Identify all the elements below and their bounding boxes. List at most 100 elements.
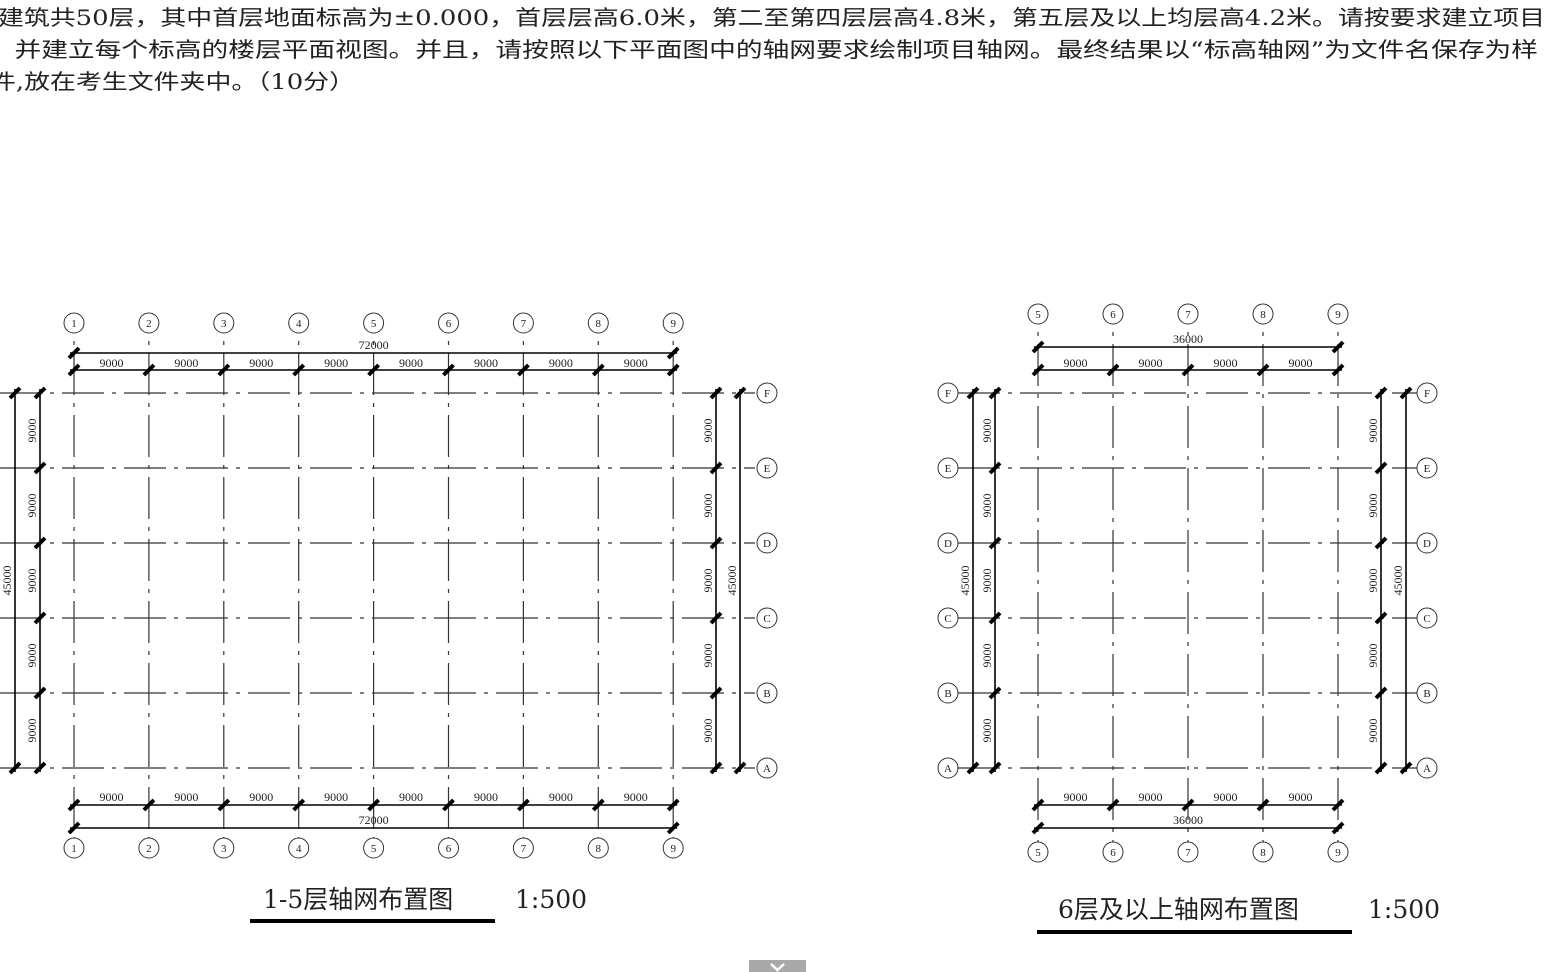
scroll-down-button[interactable] [749,960,806,972]
dimension-text: 9000 [980,719,994,743]
axis-bubble [662,312,684,334]
axis-label-5: 5 [1035,847,1041,859]
dimension-text: 9000 [324,356,348,370]
axis-bubble [937,757,959,779]
dimension-text: 9000 [249,356,273,370]
dimension-text: 9000 [701,644,715,668]
dimension-text: 9000 [1289,356,1313,370]
dimension-text: 9000 [980,419,994,443]
axis-label-7: 7 [521,318,527,330]
axis-label-9: 9 [1335,847,1341,859]
axis-bubble [363,837,385,859]
plan-title: 1-5层轴网布置图 [263,885,453,914]
axis-label-1: 1 [71,318,77,330]
axis-label-E: E [764,463,771,475]
axis-bubble [937,382,959,404]
axis-label-9: 9 [1335,309,1341,321]
dimension-text: 9000 [474,356,498,370]
dimension-text: 9000 [1289,790,1313,804]
axis-bubble [1416,682,1438,704]
axis-label-7: 7 [1185,309,1191,321]
dimension-total-text: 45000 [725,566,739,596]
question-line-3: 件,放在考生文件夹中。（10分） [0,70,355,94]
dimension-text: 9000 [549,790,573,804]
axis-bubble [1416,382,1438,404]
axis-bubble [756,607,778,629]
axis-bubble [1327,841,1349,863]
plan-scale: 1:500 [1368,895,1440,924]
axis-bubble [438,312,459,334]
axis-label-C: C [1423,613,1430,625]
axis-label-8: 8 [1260,847,1266,859]
axis-label-D: D [763,538,771,550]
plan-scale: 1:500 [515,885,587,914]
axis-label-D: D [944,538,952,550]
dimension-text: 9000 [1366,419,1380,443]
axis-bubble [1416,457,1438,479]
axis-bubble [1252,303,1274,325]
dimension-text: 9000 [25,719,39,743]
axis-bubble [1252,841,1274,863]
dimension-text: 9000 [25,419,39,443]
axis-label-6: 6 [1110,847,1116,859]
axis-bubble [756,682,778,704]
axis-label-2: 2 [146,318,152,330]
axis-label-A: A [763,763,771,775]
axis-bubble [756,532,778,554]
dimension-text: 9000 [980,644,994,668]
dimension-text: 9000 [399,356,423,370]
dimension-total-text: 45000 [1391,566,1405,596]
axis-bubble [587,312,609,334]
dimension-text: 9000 [399,790,423,804]
dimension-text: 9000 [624,356,648,370]
dimension-text: 9000 [701,569,715,593]
axis-bubble [138,312,160,334]
axis-bubble [63,837,85,859]
axis-label-5: 5 [371,843,377,855]
axis-label-A: A [944,763,952,775]
axis-label-3: 3 [221,843,227,855]
dimension-text: 9000 [1139,356,1163,370]
axis-bubble [662,837,684,859]
axis-bubble [213,837,235,859]
dimension-text: 9000 [980,494,994,518]
dimension-text: 9000 [324,790,348,804]
dimension-text: 9000 [249,790,273,804]
axis-label-7: 7 [521,843,527,855]
dimension-text: 9000 [624,790,648,804]
axis-bubble [756,457,778,479]
axis-label-9: 9 [670,843,676,855]
dimension-text: 9000 [1139,790,1163,804]
axis-label-3: 3 [221,318,227,330]
dimension-total-text: 36000 [1173,813,1203,827]
dimension-text: 9000 [474,790,498,804]
dimension-total-text: 36000 [1173,332,1203,346]
dimension-text: 9000 [1214,790,1238,804]
axis-bubble [1027,303,1049,325]
dimension-total-text: 72000 [359,338,389,352]
axis-bubble [1102,303,1124,325]
axis-label-1: 1 [71,843,77,855]
axis-bubble [438,837,459,859]
axis-bubble [937,532,959,554]
axis-bubble [1416,532,1438,554]
axis-label-4: 4 [296,843,302,855]
axis-label-D: D [1423,538,1431,550]
axis-label-7: 7 [1185,847,1191,859]
axis-bubble [1327,303,1349,325]
axis-bubble [363,312,385,334]
question-line-1: 建筑共50层，其中首层地面标高为±0.000，首层层高6.0米，第二至第四层层高… [0,6,1545,30]
plan-title: 6层及以上轴网布置图 [1058,895,1299,924]
dimension-text: 9000 [1366,569,1380,593]
axis-bubble [937,682,959,704]
axis-bubble [1416,757,1438,779]
dimension-text: 9000 [174,356,198,370]
axis-bubble [512,312,534,334]
dimension-text: 9000 [99,790,123,804]
axis-bubble [756,757,778,779]
axis-label-8: 8 [1260,309,1266,321]
axis-label-C: C [944,613,951,625]
axis-label-5: 5 [1035,309,1041,321]
